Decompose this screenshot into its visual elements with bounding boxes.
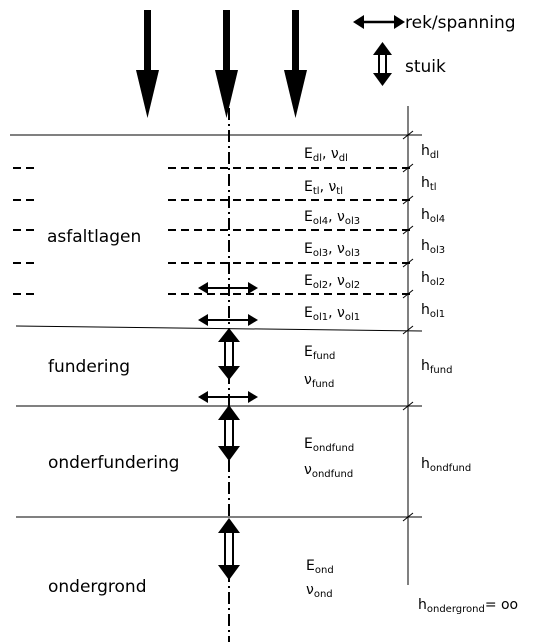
legend: rek/spanning stuik bbox=[353, 13, 516, 86]
solid-interfaces bbox=[10, 134, 423, 518]
load-arrow-left bbox=[136, 10, 159, 118]
param-ol1: Eol1, νol1 bbox=[304, 305, 360, 323]
compression-arrow-ondfund bbox=[218, 405, 240, 461]
param-ol3: Eol3, νol3 bbox=[304, 241, 360, 259]
strain-arrows bbox=[198, 282, 258, 580]
tension-arrow-ol1 bbox=[198, 314, 258, 326]
param-ondfund-v: νondfund bbox=[304, 462, 353, 480]
thickness-tl: htl bbox=[421, 175, 437, 193]
param-ol2: Eol2, νol2 bbox=[304, 273, 360, 291]
thickness-fund: hfund bbox=[421, 358, 452, 376]
asphalt-layers-label: asfaltlagen bbox=[47, 227, 141, 247]
load-arrows bbox=[136, 10, 307, 118]
thickness-dl: hdl bbox=[421, 143, 439, 161]
thickness-ondfund: hondfund bbox=[421, 456, 471, 474]
param-ond-v: νond bbox=[306, 582, 333, 600]
compression-arrow-fund bbox=[218, 328, 240, 380]
left-dashes bbox=[13, 167, 34, 295]
param-tl: Etl, νtl bbox=[304, 179, 343, 197]
param-dl: Edl, νdl bbox=[304, 146, 348, 164]
load-arrow-right bbox=[284, 10, 307, 118]
thickness-ol2: hol2 bbox=[421, 270, 445, 288]
dashed-interfaces bbox=[168, 167, 412, 295]
subgrade-label: ondergrond bbox=[48, 577, 147, 597]
tension-arrow-fund-bottom bbox=[198, 391, 258, 403]
thickness-ol3: hol3 bbox=[421, 238, 445, 256]
thickness-ondergrond: hondergrond= oo bbox=[418, 597, 518, 615]
thickness-ol4: hol4 bbox=[421, 207, 445, 225]
thickness-ol1: hol1 bbox=[421, 302, 445, 320]
compression-arrow-icon bbox=[373, 42, 392, 86]
param-fund-E: Efund bbox=[304, 344, 335, 362]
legend-tension-label: rek/spanning bbox=[405, 13, 516, 33]
param-ol4: Eol4, νol3 bbox=[304, 209, 360, 227]
load-arrow-center bbox=[215, 10, 238, 118]
param-fund-v: νfund bbox=[304, 372, 334, 390]
foundation-label: fundering bbox=[48, 357, 130, 377]
legend-compression-label: stuik bbox=[405, 57, 446, 77]
param-ond-E: Eond bbox=[306, 558, 334, 576]
tension-arrow-ol2 bbox=[198, 282, 258, 294]
compression-arrow-ond bbox=[218, 518, 240, 580]
axis-ticks bbox=[402, 130, 414, 522]
tension-arrow-icon bbox=[353, 15, 405, 29]
subfoundation-label: onderfundering bbox=[48, 453, 179, 473]
param-ondfund-E: Eondfund bbox=[304, 436, 354, 454]
